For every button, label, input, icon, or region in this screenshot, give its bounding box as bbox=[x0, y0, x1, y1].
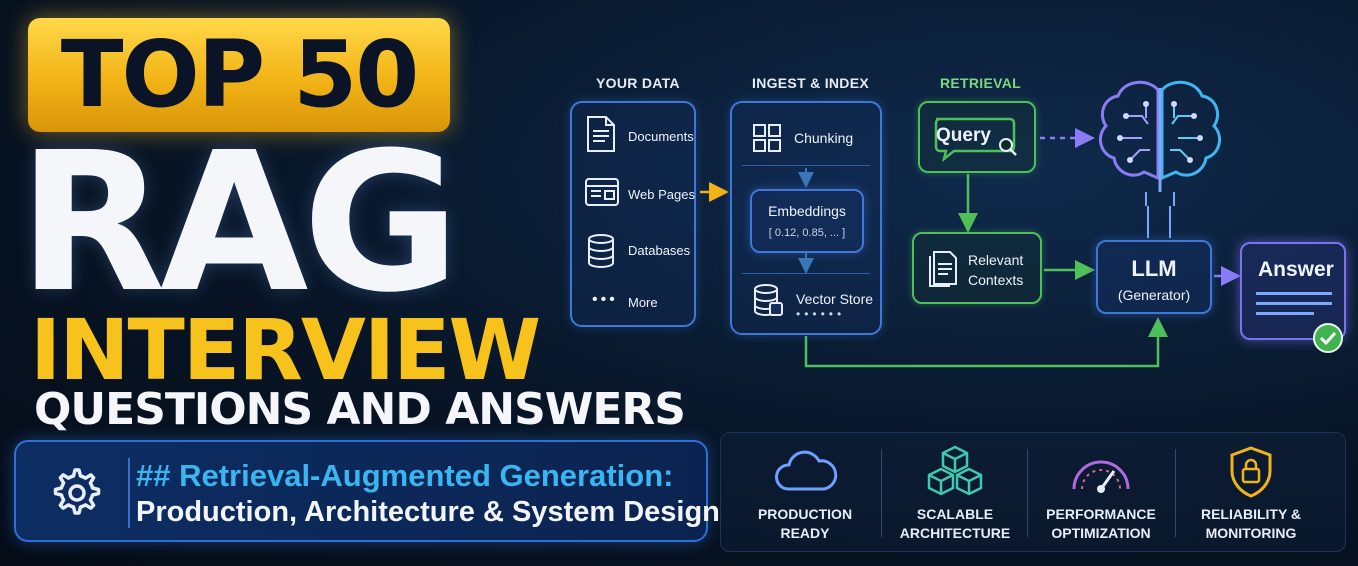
feature-performance: PERFORMANCE OPTIMIZATION bbox=[1027, 433, 1175, 553]
relevant-label: Relevant bbox=[968, 252, 1024, 268]
more-dots-icon: ••• bbox=[592, 291, 618, 308]
query-box: Query bbox=[918, 101, 1036, 173]
questions-answers-heading: QUESTIONS AND ANSWERS bbox=[34, 384, 686, 435]
vector-store-label: Vector Store bbox=[796, 291, 874, 307]
arrow-store-to-llm bbox=[804, 317, 1168, 368]
vector-store-icon bbox=[754, 284, 783, 316]
cubes-icon bbox=[927, 445, 983, 496]
rag-heading: RAG bbox=[18, 112, 460, 335]
data-item-databases: Databases bbox=[628, 243, 691, 258]
top-50-text: TOP 50 bbox=[60, 21, 419, 128]
interview-heading: INTERVIEW bbox=[30, 301, 541, 399]
feature-label-1: RELIABILITY & bbox=[1200, 506, 1302, 522]
documents-stack-icon bbox=[929, 251, 957, 287]
top-50-badge: TOP 50 bbox=[28, 18, 450, 132]
feature-label-1: PERFORMANCE bbox=[1046, 506, 1156, 522]
feature-divider bbox=[881, 449, 882, 537]
banner-divider bbox=[128, 458, 130, 528]
feature-production: PRODUCTION READY bbox=[731, 433, 879, 553]
answer-line bbox=[1256, 302, 1332, 305]
database-icon bbox=[588, 234, 614, 268]
llm-label: LLM bbox=[1131, 256, 1177, 281]
data-item-web-pages: Web Pages bbox=[628, 187, 695, 202]
answer-card: Answer bbox=[1240, 242, 1346, 353]
contexts-label: Contexts bbox=[968, 272, 1024, 288]
feature-label-2: OPTIMIZATION bbox=[1051, 525, 1151, 541]
ingest-divider bbox=[742, 273, 870, 274]
check-icon bbox=[1313, 323, 1343, 353]
cloud-icon bbox=[775, 450, 838, 491]
embeddings-box: Embeddings [ 0.12, 0.85, ... ] bbox=[750, 189, 864, 253]
embedding-vector-sample: [ 0.12, 0.85, ... ] bbox=[768, 227, 846, 239]
brain-icon bbox=[1098, 80, 1222, 206]
vector-dots-icon: •••••• bbox=[796, 307, 846, 321]
feature-label-1: PRODUCTION bbox=[757, 506, 853, 522]
ingest-divider bbox=[742, 165, 870, 166]
banner-line-1: ## Retrieval-Augmented Generation: bbox=[136, 458, 674, 493]
gear-icon bbox=[53, 468, 101, 515]
feature-divider bbox=[1175, 449, 1176, 537]
embeddings-label: Embeddings bbox=[768, 203, 846, 219]
web-page-icon bbox=[585, 178, 619, 206]
chunking-icon bbox=[753, 124, 781, 152]
feature-scalable: SCALABLE ARCHITECTURE bbox=[881, 433, 1029, 553]
data-item-documents: Documents bbox=[628, 129, 694, 144]
feature-label-2: MONITORING bbox=[1205, 525, 1297, 541]
feature-label-2: READY bbox=[780, 525, 830, 541]
shield-lock-icon bbox=[1230, 446, 1272, 498]
query-label: Query bbox=[936, 125, 991, 146]
your-data-panel: Documents Web Pages Databases ••• More bbox=[570, 101, 696, 327]
chunking-label: Chunking bbox=[794, 130, 854, 146]
brain-to-llm-lines bbox=[1147, 206, 1171, 238]
feature-strip: PRODUCTION READY SCALABLE ARCHITECTURE PER… bbox=[720, 432, 1346, 552]
retrieval-heading: RETRIEVAL bbox=[940, 75, 1021, 91]
data-item-more: More bbox=[628, 295, 658, 310]
document-icon bbox=[587, 116, 615, 152]
ingest-heading: INGEST & INDEX bbox=[752, 75, 869, 91]
llm-box: LLM (Generator) bbox=[1096, 240, 1212, 314]
gauge-icon bbox=[1072, 460, 1130, 493]
answer-label: Answer bbox=[1258, 258, 1334, 281]
ingest-panel: Chunking Embeddings [ 0.12, 0.85, ... ] … bbox=[730, 101, 882, 335]
feature-reliability: RELIABILITY & MONITORING bbox=[1177, 433, 1325, 553]
answer-line bbox=[1256, 292, 1332, 295]
relevant-contexts-box: Relevant Contexts bbox=[912, 232, 1042, 304]
feature-divider bbox=[1027, 449, 1028, 537]
banner-line-2: Production, Architecture & System Design bbox=[136, 496, 720, 528]
subtitle-banner: ## Retrieval-Augmented Generation: Produ… bbox=[14, 440, 720, 542]
answer-line bbox=[1256, 312, 1314, 315]
speech-bubble-icon bbox=[934, 117, 1017, 163]
llm-role: (Generator) bbox=[1117, 287, 1191, 303]
feature-label-1: SCALABLE bbox=[916, 506, 994, 522]
feature-label-2: ARCHITECTURE bbox=[899, 525, 1011, 541]
your-data-heading: YOUR DATA bbox=[596, 75, 680, 91]
